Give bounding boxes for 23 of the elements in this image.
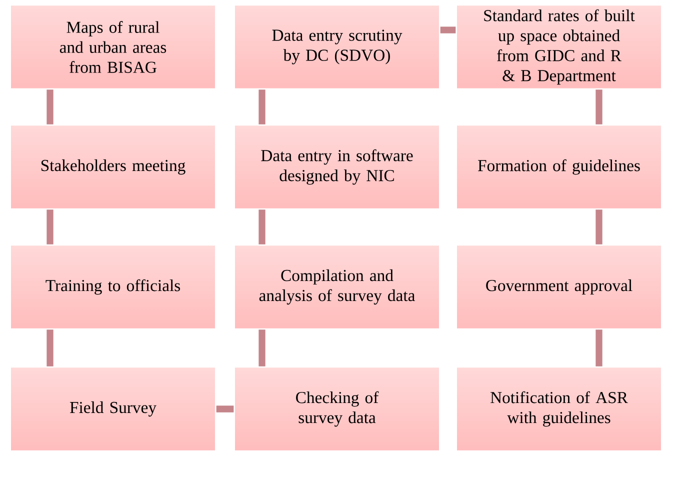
connector-bar xyxy=(46,210,54,244)
connector-bar xyxy=(46,330,54,366)
connector-bar xyxy=(258,90,266,124)
process-box: Standard rates of built up space obtained from GIDC and R & B Department xyxy=(456,4,662,90)
process-box: Checking of survey data xyxy=(234,366,440,452)
process-box: Training to officials xyxy=(10,244,216,330)
connector-bar xyxy=(258,210,266,244)
process-box: Notification of ASR with guidelines xyxy=(456,366,662,452)
process-box: Stakeholders meeting xyxy=(10,124,216,210)
connector-bar xyxy=(46,90,54,124)
process-box: Formation of guidelines xyxy=(456,124,662,210)
process-box: Field Survey xyxy=(10,366,216,452)
connector-bar xyxy=(258,330,266,366)
process-box: Government approval xyxy=(456,244,662,330)
connector-bar xyxy=(596,90,602,124)
connector-bar xyxy=(596,330,602,366)
process-box: Data entry in software designed by NIC xyxy=(234,124,440,210)
process-box: Maps of rural and urban areas from BISAG xyxy=(10,4,216,90)
process-box: Compilation and analysis of survey data xyxy=(234,244,440,330)
connector-bar xyxy=(440,26,456,34)
connector-bar xyxy=(596,210,602,244)
connector-bar xyxy=(216,406,234,412)
process-box: Data entry scrutiny by DC (SDVO) xyxy=(234,4,440,90)
